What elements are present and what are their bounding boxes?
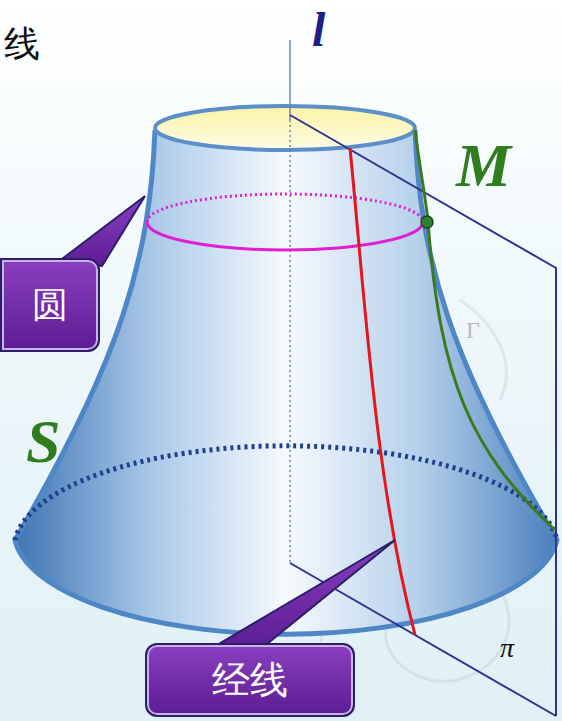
plane-pi [290, 115, 556, 716]
callout-box: 经线 [145, 643, 355, 717]
callout-text: 经线 [212, 661, 288, 699]
callout-pointer [58, 196, 145, 266]
axis [289, 40, 291, 120]
callout-pointer [212, 540, 395, 648]
curve-label: Γ [466, 318, 480, 342]
surface-outline [15, 130, 557, 634]
meridian-curve [415, 130, 555, 530]
callout-box: 圆 [0, 258, 100, 352]
axis-label: l [312, 6, 325, 54]
parallel-circle-back [147, 194, 423, 222]
surface-label: S [26, 410, 60, 472]
top-ellipse [155, 106, 415, 150]
parallel-circle-front [147, 222, 423, 250]
axis-hidden [289, 120, 291, 563]
bottom-back-arc [15, 446, 557, 540]
partial-text: 线 [4, 26, 40, 62]
plane-label: π [500, 634, 514, 662]
point-label: M [456, 134, 511, 196]
surface-body [15, 130, 557, 634]
callout-text: 圆 [32, 287, 68, 323]
point-m [421, 216, 433, 228]
